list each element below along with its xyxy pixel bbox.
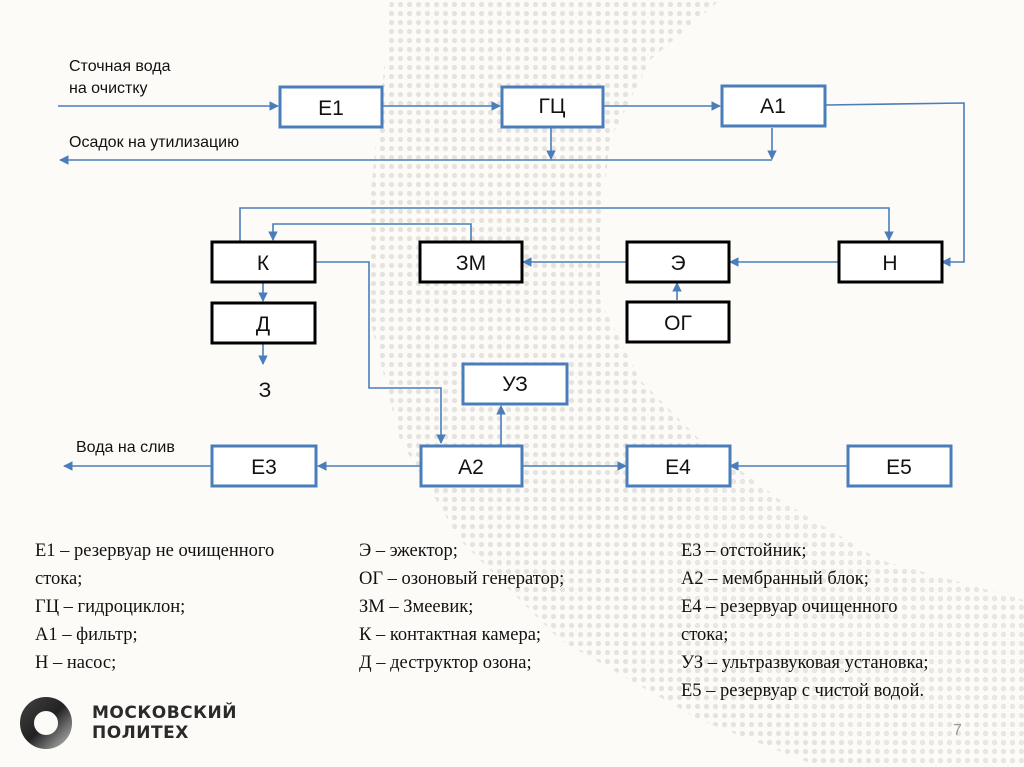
block-gc-label: ГЦ bbox=[539, 95, 566, 118]
block-d-label: Д bbox=[256, 313, 270, 336]
block-gc[interactable]: ГЦ bbox=[500, 85, 605, 129]
legend-item: Е4 – резервуар очищенного bbox=[681, 597, 898, 617]
legend-item: Н – насос; bbox=[35, 653, 117, 673]
legend-column-3: Е3 – отстойник; А2 – мембранный блок; Е4… bbox=[681, 537, 929, 705]
legend-item: УЗ – ультразвуковая установка; bbox=[681, 653, 929, 673]
page-number: 7 bbox=[953, 722, 962, 739]
block-n[interactable]: Н bbox=[837, 240, 944, 284]
output-z-label: З bbox=[259, 379, 272, 402]
legend-item: К – контактная камера; bbox=[359, 625, 542, 645]
legend-column-1: Е1 – резервуар не очищенного стока; ГЦ –… bbox=[35, 537, 274, 677]
block-og-label: ОГ bbox=[664, 312, 692, 335]
block-k-label: К bbox=[257, 252, 270, 275]
inflow-label-line1: Сточная вода bbox=[69, 58, 171, 75]
polytech-logo-icon bbox=[20, 697, 72, 749]
legend-item: Е1 – резервуар не очищенного bbox=[35, 541, 275, 561]
block-e[interactable]: Э bbox=[625, 240, 731, 284]
block-a2[interactable]: А2 bbox=[419, 444, 524, 488]
legend-item: Д – деструктор озона; bbox=[359, 653, 532, 673]
arrow-k-a2 bbox=[316, 261, 446, 444]
block-uz[interactable]: УЗ bbox=[461, 362, 569, 406]
arrow-k-n bbox=[239, 207, 894, 241]
block-e5[interactable]: Е5 bbox=[846, 444, 953, 488]
arrow-a1-n bbox=[825, 102, 965, 267]
block-d[interactable]: Д bbox=[210, 301, 317, 345]
block-zm[interactable]: ЗМ bbox=[418, 240, 524, 284]
legend-item: ГЦ – гидроциклон; bbox=[35, 597, 186, 617]
discharge-label: Вода на слив bbox=[76, 439, 175, 456]
legend-item: стока; bbox=[35, 569, 83, 589]
legend-item: Е3 – отстойник; bbox=[681, 541, 807, 561]
legend-item: А1 – фильтр; bbox=[35, 625, 138, 645]
block-zm-label: ЗМ bbox=[456, 252, 486, 275]
block-e1-label: Е1 bbox=[318, 97, 344, 120]
arrow-zm-k bbox=[268, 223, 472, 241]
legend-item: Е5 – резервуар с чистой водой. bbox=[681, 681, 925, 701]
block-uz-label: УЗ bbox=[502, 373, 528, 396]
block-a1-label: А1 bbox=[760, 95, 786, 118]
legend-item: стока; bbox=[681, 625, 729, 645]
block-a2-label: А2 bbox=[458, 456, 484, 479]
block-a1[interactable]: А1 bbox=[720, 84, 827, 128]
block-k[interactable]: К bbox=[210, 240, 317, 284]
block-e4[interactable]: Е4 bbox=[625, 444, 732, 488]
logo-line-1: МОСКОВСКИЙ bbox=[92, 703, 237, 723]
block-e5-label: Е5 bbox=[886, 456, 912, 479]
sludge-label: Осадок на утилизацию bbox=[69, 134, 240, 151]
legend-item: ЗМ – Змеевик; bbox=[359, 597, 474, 617]
block-e3-label: Е3 bbox=[251, 456, 277, 479]
block-e-label: Э bbox=[670, 252, 685, 275]
block-e1[interactable]: Е1 bbox=[278, 85, 384, 129]
inflow-label-line2: на очистку bbox=[69, 80, 148, 97]
block-e4-label: Е4 bbox=[665, 456, 691, 479]
logo-line-2: ПОЛИТЕХ bbox=[92, 723, 189, 743]
legend-column-2: Э – эжектор; ОГ – озоновый генератор; ЗМ… bbox=[359, 537, 564, 677]
block-n-label: Н bbox=[882, 252, 897, 275]
process-flow-diagram: Е1 ГЦ А1 УЗ Е3 А2 Е4 Е5 К ЗМ Э Н Д ОГ З bbox=[58, 84, 965, 488]
block-og[interactable]: ОГ bbox=[625, 300, 731, 344]
polytech-logo-text: МОСКОВСКИЙ ПОЛИТЕХ bbox=[92, 703, 237, 743]
block-e3[interactable]: Е3 bbox=[210, 444, 318, 488]
legend-item: Э – эжектор; bbox=[359, 541, 458, 561]
legend-item: ОГ – озоновый генератор; bbox=[359, 569, 565, 589]
legend-item: А2 – мембранный блок; bbox=[681, 569, 869, 589]
